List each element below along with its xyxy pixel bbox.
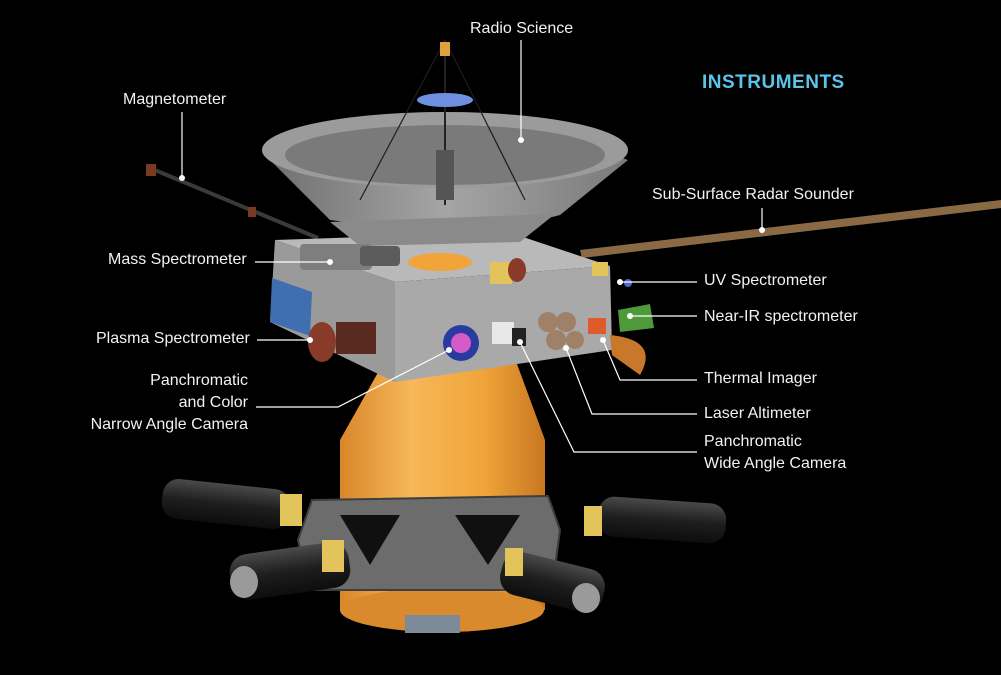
leader-narrow-cam	[256, 349, 450, 408]
leader-thermal	[602, 339, 697, 381]
narrow-camera-unit	[443, 325, 479, 361]
label-sub-surface-radar: Sub-Surface Radar Sounder	[652, 186, 854, 203]
near-ir-unit	[610, 304, 654, 375]
thruster-pod-left-upper	[161, 479, 302, 529]
label-near-ir-spectrometer: Near-IR spectrometer	[704, 308, 858, 325]
leader-laser	[565, 347, 697, 415]
thermal-imager-unit	[588, 318, 606, 334]
high-gain-antenna	[262, 39, 628, 246]
leader-wide-cam	[519, 341, 697, 453]
strut-cutouts	[340, 515, 520, 565]
label-thermal-imager: Thermal Imager	[704, 370, 817, 387]
label-wide-angle-camera: Panchromatic Wide Angle Camera	[704, 431, 846, 475]
instruments-heading: INSTRUMENTS	[702, 72, 845, 93]
narrow-cam-line-1: Panchromatic	[150, 372, 248, 389]
narrow-cam-line-2: and Color	[178, 394, 248, 411]
narrow-cam-line-3: Narrow Angle Camera	[90, 416, 248, 433]
leader-dots	[179, 137, 765, 353]
wide-cam-line-2: Wide Angle Camera	[704, 455, 847, 472]
magnetometer-boom	[146, 164, 319, 240]
uv-spectrometer-unit	[592, 262, 632, 287]
label-magnetometer: Magnetometer	[123, 91, 227, 108]
thruster-pod-left-lower	[229, 540, 351, 600]
label-plasma-spectrometer: Plasma Spectrometer	[96, 330, 250, 347]
label-mass-spectrometer: Mass Spectrometer	[108, 251, 247, 268]
leader-lines	[181, 40, 763, 453]
label-laser-altimeter: Laser Altimeter	[704, 405, 811, 422]
plasma-spectrometer-unit	[308, 322, 376, 362]
label-uv-spectrometer: UV Spectrometer	[704, 272, 827, 289]
radar-boom	[580, 200, 1001, 258]
radar-mount-unit	[490, 258, 526, 284]
wide-cam-line-1: Panchromatic	[704, 433, 802, 450]
laser-altimeter-unit	[538, 312, 584, 350]
label-narrow-angle-camera: Panchromatic and Color Narrow Angle Came…	[70, 370, 248, 436]
label-radio-science: Radio Science	[470, 20, 574, 37]
mass-spectrometer-unit	[300, 244, 400, 270]
thruster-pod-right-lower	[500, 548, 605, 613]
thruster-pod-right-upper	[584, 496, 727, 544]
